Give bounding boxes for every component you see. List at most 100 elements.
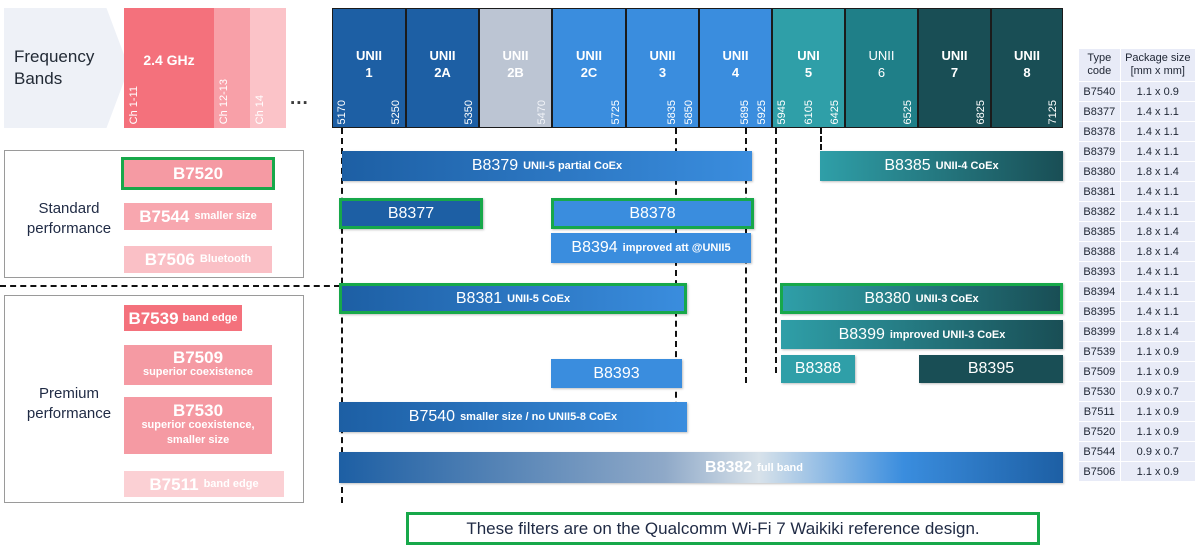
part-chip-b7544[interactable]: B7544 smaller size <box>124 203 272 230</box>
filter-bar-b8379-sub: UNII-5 partial CoEx <box>523 160 623 172</box>
table-cell-package-size: 1.1 x 0.9 <box>1119 361 1197 382</box>
part-chip-b7506[interactable]: B7506 Bluetooth <box>124 246 272 273</box>
band-unii-5-number: 5 <box>804 65 813 80</box>
band-unii-2c-freq-high: 5725 <box>610 99 622 124</box>
filter-bar-b8399[interactable]: B8399 improved UNII-3 CoEx <box>781 320 1063 349</box>
filter-bar-b8380[interactable]: B8380 UNII-3 CoEx <box>780 283 1063 314</box>
filter-bar-b8385[interactable]: B8385 UNII-4 CoEx <box>820 151 1063 181</box>
guide-5945 <box>775 128 777 373</box>
part-chip-b7509[interactable]: B7509 superior coexistence <box>124 345 272 385</box>
table-header-package-size: Package size [mm x mm] <box>1119 48 1197 82</box>
table-header-type-code: Type code <box>1078 48 1121 82</box>
band-unii-3-freq-low: 5835 <box>666 99 678 124</box>
filter-bar-b8382-code: B8382 <box>705 458 753 476</box>
part-chip-b7520[interactable]: B7520 <box>121 157 275 190</box>
table-cell-type-code: B8393 <box>1078 261 1121 282</box>
band-unii-2c-name: UNII <box>576 48 602 63</box>
filter-bar-b8394[interactable]: B8394 improved att @UNII5 <box>551 233 751 263</box>
filter-bar-b8393[interactable]: B8393 <box>551 359 682 388</box>
guide-group-divider <box>0 285 340 287</box>
band-unii-8-freq-high: 7125 <box>1047 99 1059 124</box>
band-ch-14: Ch 14 <box>250 8 286 128</box>
caption-banner: These filters are on the Qualcomm Wi-Fi … <box>406 512 1040 545</box>
filter-bar-b8377[interactable]: B8377 <box>339 198 483 229</box>
table-cell-package-size: 1.4 x 1.1 <box>1119 301 1197 322</box>
part-chip-b7511[interactable]: B7511 band edge <box>124 471 284 497</box>
table-cell-type-code: B8388 <box>1078 241 1121 262</box>
filter-bar-b8379-code: B8379 <box>471 157 519 174</box>
filter-bar-b8388-code: B8388 <box>794 360 842 377</box>
guide-6105 <box>820 128 822 158</box>
band-2.4ghz: 2.4 GHz Ch 1-11 <box>124 8 214 128</box>
table-cell-type-code: B7544 <box>1078 441 1121 462</box>
band-unii-2a-name: UNII <box>429 48 456 63</box>
band-unii-2b-freq-high: 5470 <box>536 99 548 124</box>
band-ch-12-13: Ch 12-13 <box>214 8 250 128</box>
table-cell-type-code: B8385 <box>1078 221 1121 242</box>
frequency-bands-label-line2: Bands <box>14 69 63 88</box>
table-cell-package-size: 1.8 x 1.4 <box>1119 321 1197 342</box>
table-cell-type-code: B8395 <box>1078 301 1121 322</box>
band-unii-6-number: 6 <box>877 65 886 80</box>
part-chip-b7509-code: B7509 <box>172 348 224 367</box>
ellipsis-separator: ... <box>290 88 309 109</box>
frequency-bands-label-line1: Frequency <box>14 47 95 66</box>
band-unii-7-name: UNII <box>941 48 968 63</box>
band-unii-2b-number: 2B <box>507 65 524 80</box>
table-cell-type-code: B8380 <box>1078 161 1121 182</box>
part-chip-b7530[interactable]: B7530 superior coexistence, smaller size <box>124 397 272 454</box>
table-cell-package-size: 1.4 x 1.1 <box>1119 101 1197 122</box>
table-cell-type-code: B7530 <box>1078 381 1121 402</box>
filter-bar-b8379[interactable]: B8379 UNII-5 partial CoEx <box>342 151 752 181</box>
filter-bar-b8395[interactable]: B8395 <box>919 355 1063 383</box>
part-chip-b7530-code: B7530 <box>172 401 224 420</box>
table-cell-type-code: B8394 <box>1078 281 1121 302</box>
filter-bar-b8380-code: B8380 <box>864 289 911 307</box>
filter-bar-b7540[interactable]: B7540 smaller size / no UNII5-8 CoEx <box>339 402 687 432</box>
filter-bar-b8395-code: B8395 <box>967 360 1015 377</box>
band-unii-8-name: UNII <box>1014 48 1040 63</box>
filter-bar-b8394-sub: improved att @UNII5 <box>622 242 731 254</box>
table-cell-package-size: 1.4 x 1.1 <box>1119 281 1197 302</box>
table-cell-package-size: 1.1 x 0.9 <box>1119 461 1197 482</box>
filter-bar-b8378[interactable]: B8378 <box>551 198 754 229</box>
filter-bar-b8394-code: B8394 <box>571 239 618 256</box>
filter-bar-b8378-code: B8378 <box>629 204 676 222</box>
filter-bar-b8388[interactable]: B8388 <box>781 355 855 383</box>
filter-bar-b8385-sub: UNII-4 CoEx <box>935 160 999 172</box>
frequency-bands-label: Frequency Bands <box>4 8 129 128</box>
table-cell-type-code: B7540 <box>1078 81 1121 102</box>
band-unii-1-freq-low: 5170 <box>336 99 348 124</box>
band-unii-4-freq-high: 5925 <box>756 99 768 124</box>
band-unii-3-name: UNII <box>649 48 676 63</box>
table-header-type-code-line2: code <box>1087 65 1112 77</box>
part-chip-b7539[interactable]: B7539 band edge <box>124 305 242 331</box>
guide-5170 <box>341 128 343 503</box>
table-cell-type-code: B8378 <box>1078 121 1121 142</box>
band-ch-14-label: Ch 14 <box>254 94 266 124</box>
table-header-package-size-line1: Package size <box>1125 52 1191 64</box>
table-header-package-size-line2: [mm x mm] <box>1130 65 1185 77</box>
band-unii-4-name: UNII <box>722 48 749 63</box>
table-cell-type-code: B8381 <box>1078 181 1121 202</box>
filter-bar-b8381[interactable]: B8381 UNII-5 CoEx <box>339 283 687 314</box>
part-chip-b7530-sub: superior coexistence, smaller size <box>141 419 255 446</box>
filter-bar-b8382[interactable]: B8382 full band <box>339 452 1063 483</box>
table-cell-type-code: B8379 <box>1078 141 1121 162</box>
filter-bar-b8380-sub: UNII-3 CoEx <box>915 292 979 305</box>
